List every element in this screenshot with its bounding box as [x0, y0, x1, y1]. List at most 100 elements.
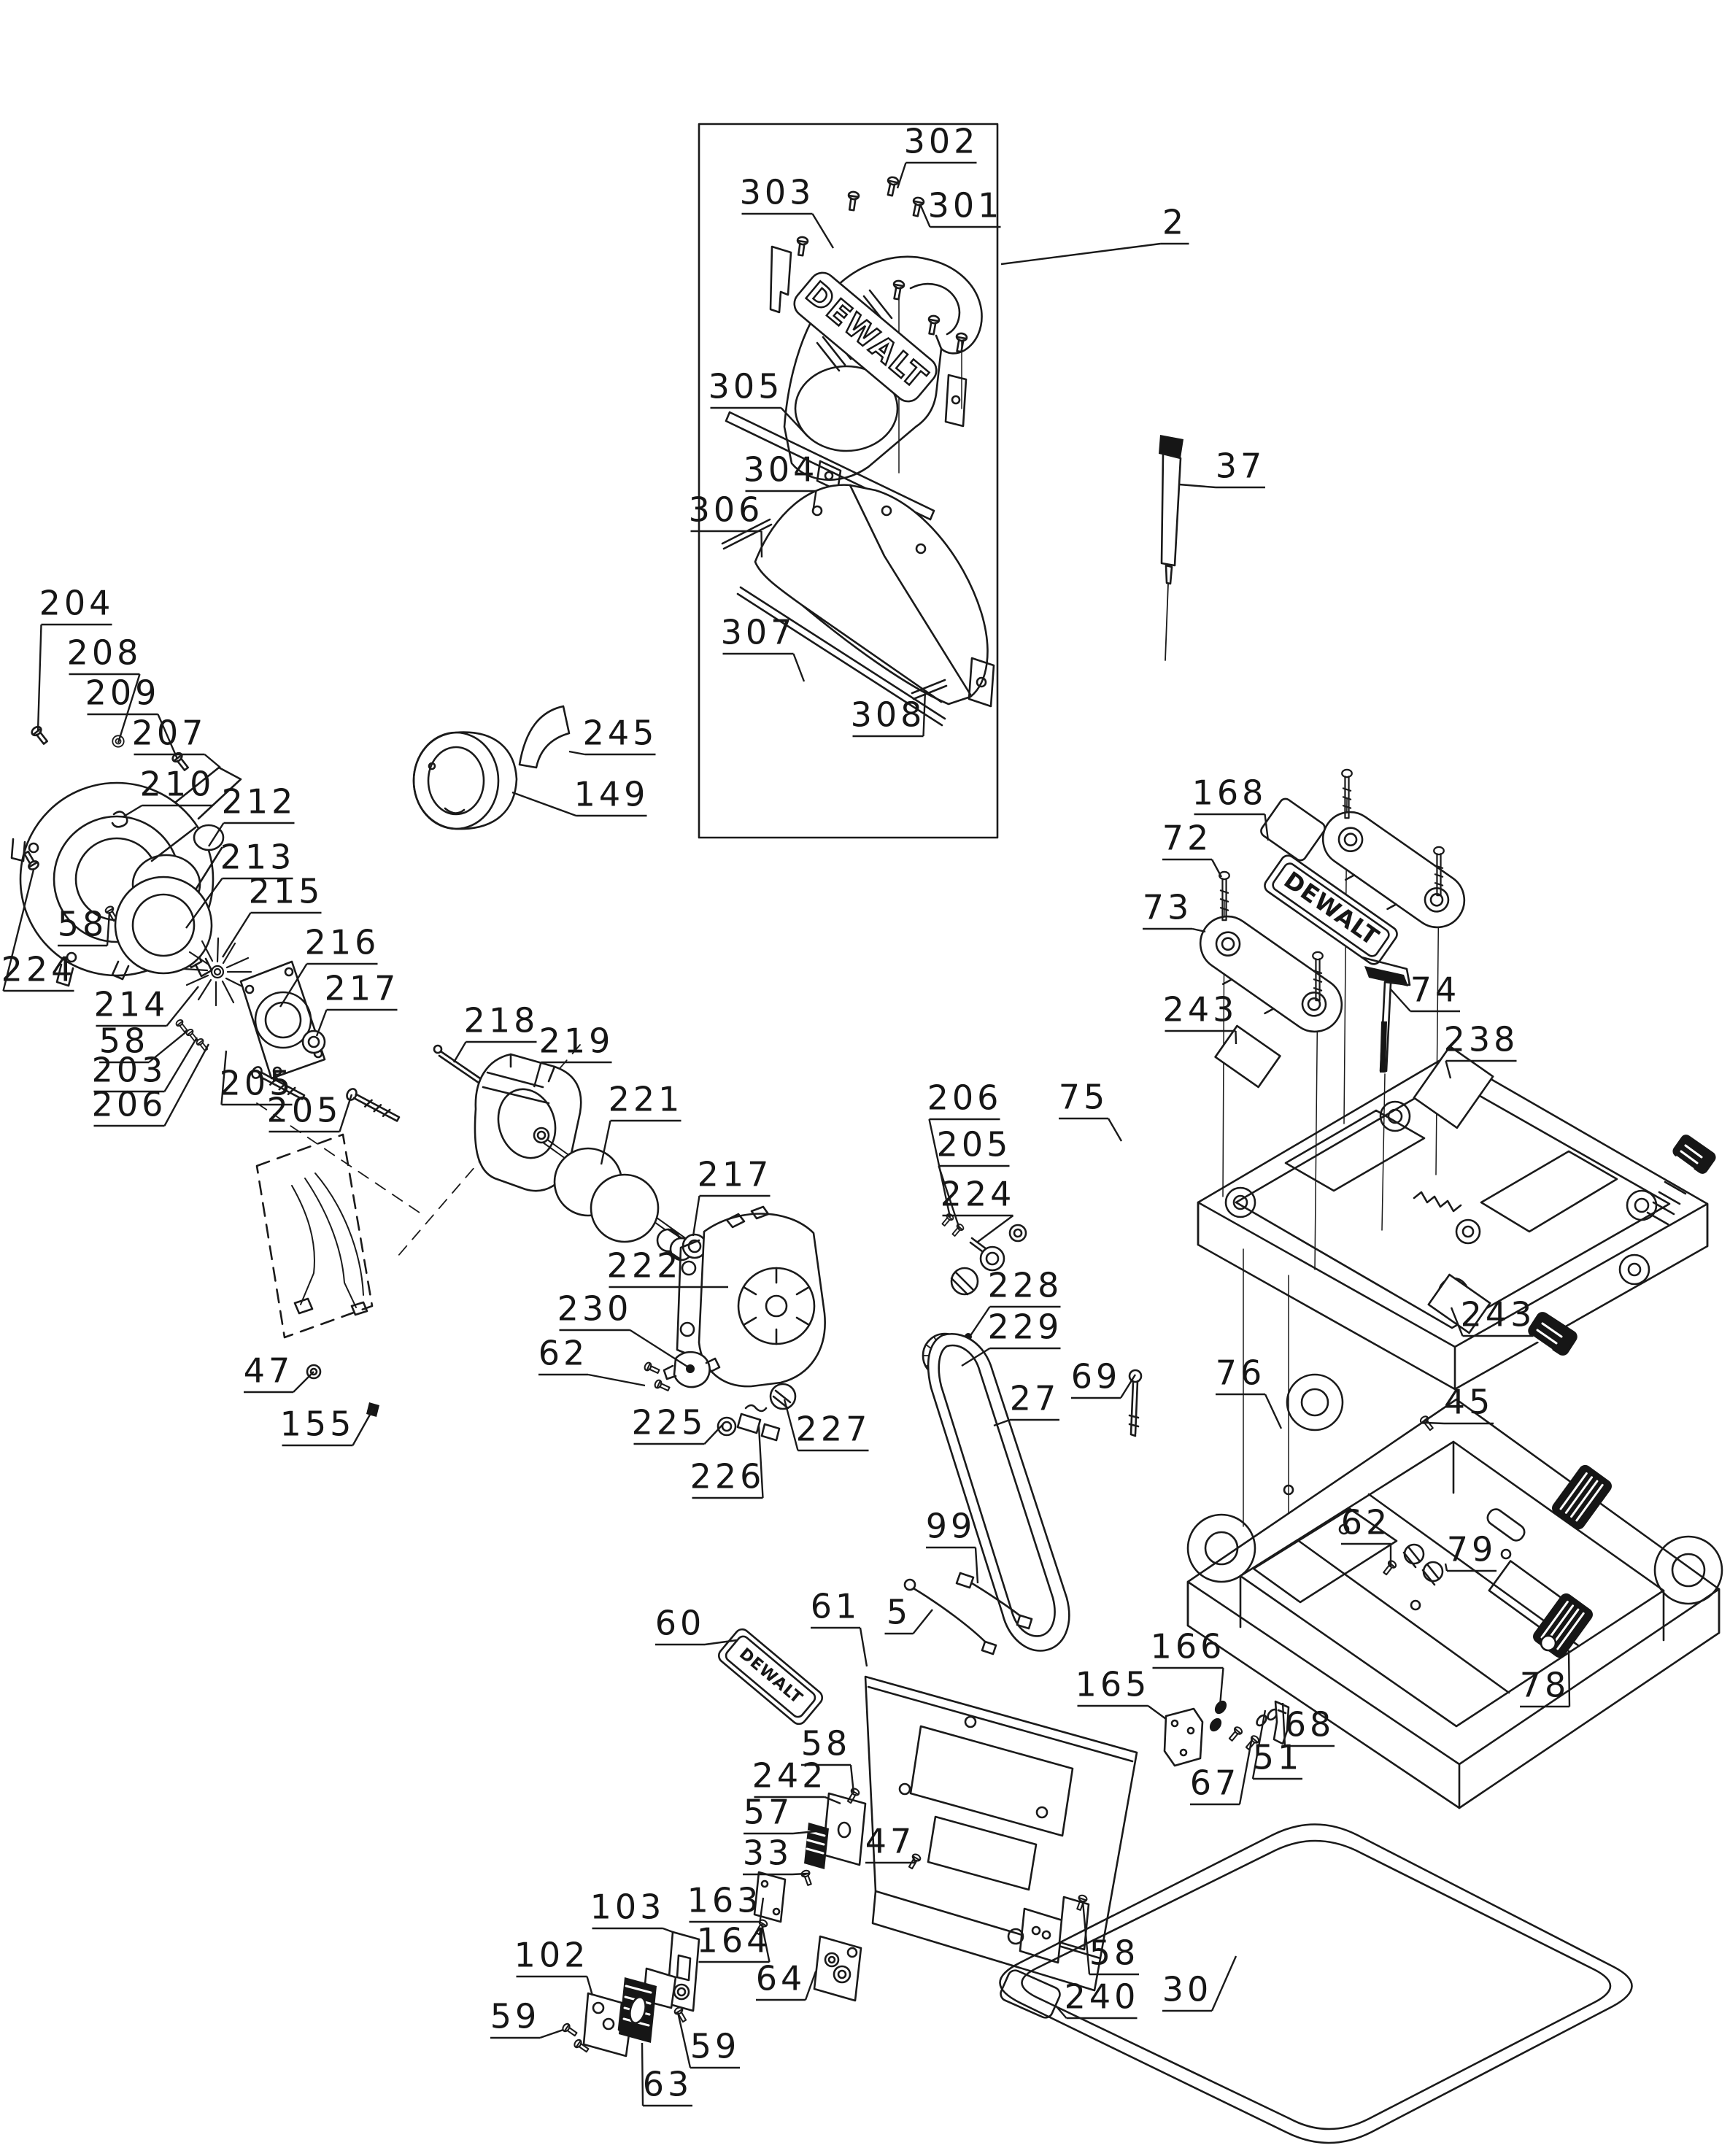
leader-line [87, 713, 179, 760]
callout-205: 205 [937, 1125, 1010, 1229]
part-number-308: 308 [851, 695, 926, 735]
callout-74: 74 [1390, 970, 1461, 1013]
field-219 [474, 1053, 582, 1192]
part-number-58: 58 [58, 905, 108, 944]
leader-line [93, 1043, 210, 1127]
leader-line [710, 406, 808, 437]
part-number-45: 45 [1444, 1383, 1494, 1422]
part-number-69: 69 [1071, 1357, 1121, 1396]
callout-99: 99 [926, 1507, 979, 1584]
clip-210 [111, 811, 128, 828]
leader-line [185, 877, 293, 929]
leader-line [1059, 1117, 1123, 1142]
wire-5 [903, 1578, 997, 1655]
callout-308: 308 [851, 689, 927, 738]
callout-307: 307 [721, 613, 806, 682]
leader-line [269, 1094, 353, 1133]
leader-line [919, 205, 1001, 228]
callout-209: 209 [85, 673, 179, 760]
callout-221: 221 [600, 1080, 684, 1165]
part-number-242: 242 [752, 1756, 827, 1796]
leader-line [1216, 1393, 1283, 1429]
leader-line [96, 986, 199, 1027]
leader-line [783, 1399, 869, 1452]
part-number-307: 307 [721, 613, 796, 652]
callout-149: 149 [511, 775, 647, 817]
inlet-socket [1007, 1896, 1090, 1964]
switch-57 [804, 1823, 829, 1869]
part-number-206: 206 [927, 1078, 1003, 1118]
leader-line [1000, 242, 1189, 266]
brush-226 [736, 1404, 781, 1442]
part-number-59: 59 [690, 2027, 741, 2066]
gasket-30 [999, 1823, 1633, 2144]
callout-60: 60 [655, 1604, 738, 1646]
rod-307 [736, 586, 946, 727]
callout-73: 73 [1143, 888, 1206, 933]
leader-line [698, 1923, 771, 1963]
callout-205: 205 [267, 1091, 353, 1133]
callout-301: 301 [919, 186, 1001, 228]
callout-218: 218 [452, 1001, 537, 1063]
fan-baffle-212-213 [111, 824, 225, 981]
label-245 [518, 705, 571, 769]
part-number-217: 217 [325, 969, 400, 1008]
plate-242 [822, 1792, 867, 1866]
leader-line [896, 161, 977, 189]
leader-line [1152, 1666, 1224, 1707]
part-number-2: 2 [1162, 203, 1187, 242]
callout-229: 229 [961, 1307, 1061, 1367]
eyelet-47 [306, 1364, 322, 1380]
part-number-203: 203 [92, 1051, 167, 1090]
vent-grille-78-a [1552, 1464, 1612, 1530]
leader-line [865, 1857, 916, 1864]
callout-238: 238 [1444, 1020, 1517, 1079]
leader-line [692, 1194, 771, 1237]
leader-line [641, 2042, 692, 2107]
leader-line [756, 1971, 817, 2001]
part-number-205: 205 [267, 1091, 342, 1130]
part-number-219: 219 [539, 1021, 614, 1061]
part-number-207: 207 [132, 714, 207, 753]
part-number-27: 27 [1010, 1379, 1060, 1418]
callout-2: 2 [1000, 203, 1189, 266]
leader-line [689, 1897, 765, 1923]
part-number-76: 76 [1216, 1353, 1266, 1393]
callout-242: 242 [752, 1756, 841, 1805]
leader-line [852, 689, 927, 738]
callout-57: 57 [744, 1793, 816, 1835]
wire-99 [955, 1572, 1033, 1630]
part-number-212: 212 [222, 782, 297, 822]
callout-217: 217 [692, 1155, 773, 1237]
callout-166: 166 [1151, 1627, 1224, 1707]
leader-line [592, 1927, 673, 1933]
part-number-303: 303 [740, 173, 815, 212]
callout-59: 59 [676, 2012, 741, 2069]
callout-214: 214 [94, 985, 199, 1027]
part-number-74: 74 [1410, 970, 1461, 1010]
callout-215: 215 [221, 872, 322, 958]
leader-line [690, 530, 763, 558]
callout-212: 212 [207, 782, 297, 847]
callout-164: 164 [697, 1921, 771, 1963]
part-number-221: 221 [609, 1080, 684, 1119]
leader-line [884, 1609, 933, 1635]
part-number-217: 217 [698, 1155, 773, 1194]
leader-line [811, 1626, 868, 1667]
leader-line [538, 1373, 646, 1387]
bearing-217a [301, 1029, 326, 1054]
part-number-243: 243 [1163, 990, 1238, 1029]
leader-line [722, 652, 806, 682]
part-number-58: 58 [801, 1724, 852, 1763]
part-number-99: 99 [926, 1507, 976, 1546]
callout-227: 227 [783, 1399, 869, 1452]
leader-line [741, 212, 835, 249]
leader-line [1143, 927, 1206, 933]
part-number-302: 302 [904, 122, 979, 161]
part-number-60: 60 [655, 1604, 706, 1643]
callout-76: 76 [1216, 1353, 1283, 1429]
callout-224: 224 [941, 1175, 1014, 1243]
callout-69: 69 [1071, 1357, 1137, 1399]
